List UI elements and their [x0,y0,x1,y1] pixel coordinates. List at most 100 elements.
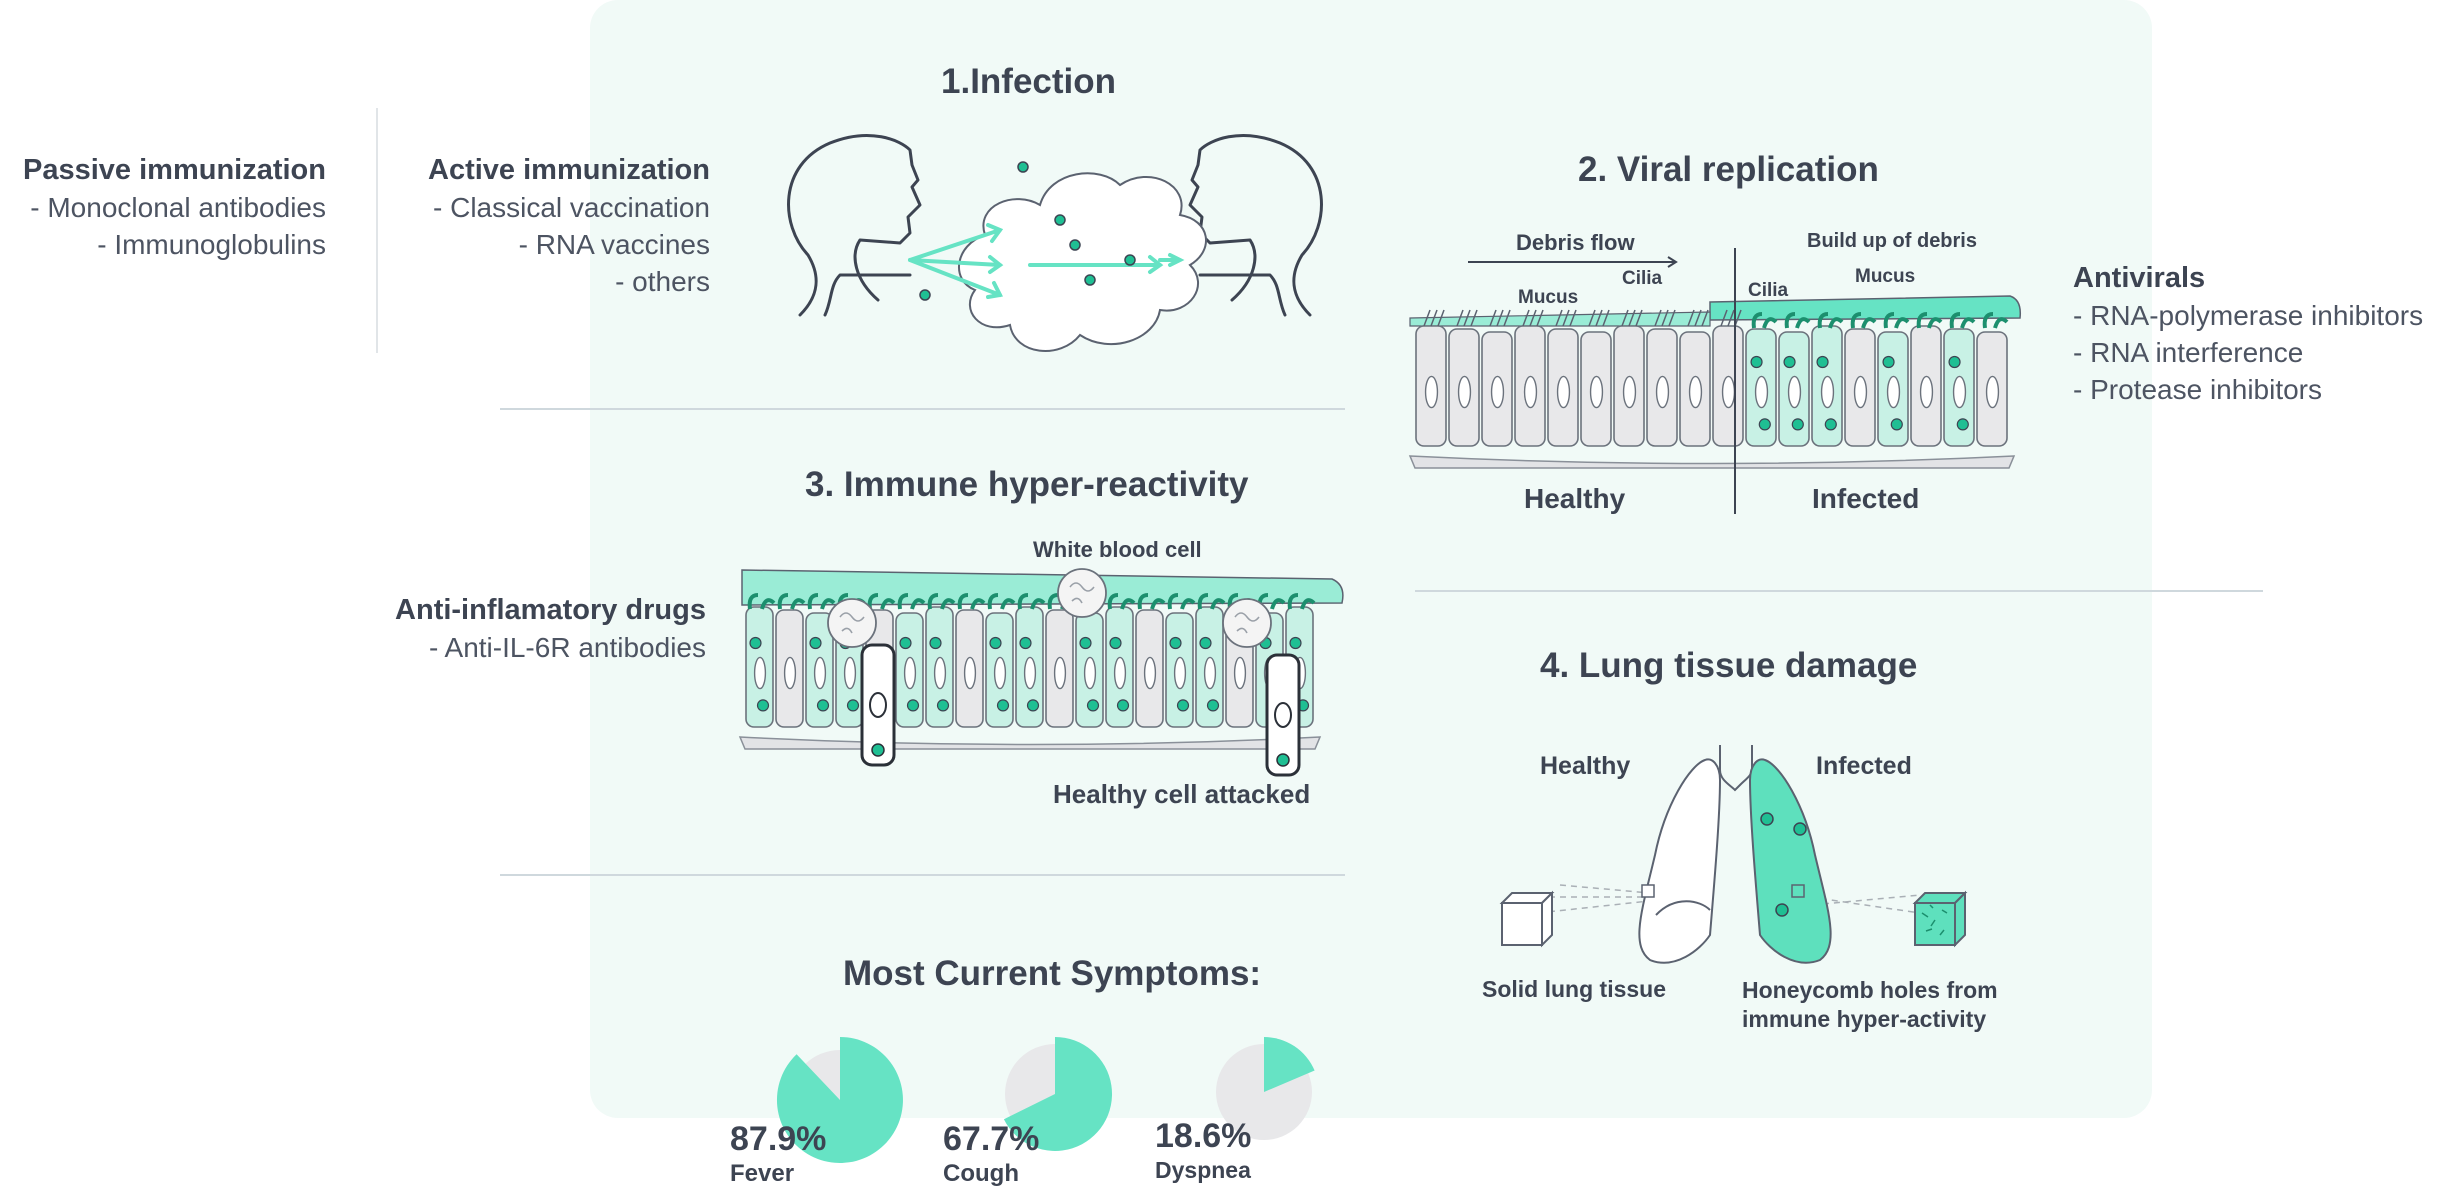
epithelial-cell [1712,325,1744,447]
anti-inflammatory-heading: Anti-inflamatory drugs [395,594,706,626]
infected-cell [1811,325,1843,447]
lung-healthy-label: Healthy [1540,752,1631,780]
infected-mucus-layer [1709,295,2022,321]
honeycomb-cube-icon [1912,890,1968,948]
symptom-pie-cough [1003,1037,1113,1151]
replication-title: 2. Viral replication [1578,150,1879,189]
damaged-cilia [807,593,836,610]
antiviral-item: - RNA interference [2073,337,2304,368]
infected-cell [1165,612,1194,728]
breath-arrow [908,258,1003,299]
damaged-cilia [1107,593,1136,610]
mucus-label: Mucus [1518,287,1579,308]
epithelial-cell [1910,325,1942,447]
epithelial-cell [1646,328,1678,447]
trachea [1719,745,1753,792]
immune-tissue-illustration [738,568,1344,777]
cilia [1456,309,1478,327]
infected-cell [745,606,774,728]
damaged-cilia [1197,593,1226,610]
damaged-cilia [1137,593,1166,610]
cilia [1522,309,1544,327]
replication-tissue-illustration [1408,295,2022,469]
damaged-cilia [1850,312,1877,329]
immune-mucus-layer [741,569,1344,606]
antiviral-item: - RNA-polymerase inhibitors [2073,300,2424,331]
solid-lung-tissue-label: Solid lung tissue [1482,976,1667,1002]
white-blood-cell-label: White blood cell [1033,537,1202,562]
epithelial-cell [1580,331,1612,447]
damaged-cilia [1883,312,1910,329]
epithelial-cell [1547,328,1579,447]
anti-inflammatory-item: - Anti-IL-6R antibodies [428,632,706,663]
passive-item: - Immunoglobulins [97,229,326,260]
buildup-label: Build up of debris [1807,230,1977,252]
fever-percent: 87.9% [730,1120,827,1158]
lung-title: 4. Lung tissue damage [1540,646,1918,685]
honeycomb-label-line: immune hyper-activity [1742,1006,1987,1032]
breath-arrow [908,223,1004,262]
damaged-cilia [1167,593,1196,610]
breath-arrow [1028,255,1164,274]
breath-arrow [1158,253,1185,267]
infected-cell [985,612,1014,728]
basement-membrane [1408,455,2016,469]
right-head-icon [1188,134,1323,317]
damaged-cilia [1982,312,2009,329]
white-blood-cell-icon [1057,568,1107,618]
virus-particle [1069,239,1081,251]
virus-particle [1084,274,1096,286]
cough-percent: 67.7% [943,1120,1040,1158]
cilia [1720,309,1742,327]
damaged-cilia [987,593,1016,610]
white-blood-cell-icon [827,598,877,648]
content-panel [590,0,2152,1118]
epithelial-cell [1679,331,1711,447]
epithelial-cell [1613,325,1645,447]
antivirals-list: Antivirals - RNA-polymerase inhibitors -… [2073,260,2423,408]
virus-particle [1124,254,1136,266]
damaged-cilia [1817,312,1844,329]
debris-flow-arrow [1468,256,1678,268]
symptom-pie-fever [776,1037,903,1163]
attacked-cell [860,643,896,767]
infected-cell [1943,328,1975,447]
section-divider [500,408,1345,410]
healthy-lung [1638,758,1722,964]
damaged-cilia [1784,312,1811,329]
cilia-label-infected: Cilia [1748,280,1789,301]
infected-cell [925,606,954,728]
cilia [1654,309,1676,327]
infection-illustration [787,134,1323,352]
white-blood-cell-icon [1222,598,1272,648]
damaged-cilia [1916,312,1943,329]
active-item: - Classical vaccination [433,192,710,223]
infected-cell [1778,331,1810,447]
active-immunization-heading: Active immunization [428,154,710,186]
damaged-cilia [1949,312,1976,329]
infected-cell [1075,612,1104,728]
left-head-icon [787,134,922,317]
infected-cell [1195,606,1224,728]
basement-membrane [738,736,1322,750]
virus-particle [1054,214,1066,226]
damaged-cilia [1017,593,1046,610]
passive-item: - Monoclonal antibodies [30,192,326,223]
antivirals-heading: Antivirals [2073,262,2206,294]
anti-inflammatory-list: Anti-inflamatory drugs - Anti-IL-6R anti… [395,592,706,666]
attacked-cell [1265,653,1301,777]
epithelial-cell [1514,325,1546,447]
infection-title: 1.Infection [941,62,1117,101]
dyspnea-percent: 18.6% [1155,1117,1252,1155]
infected-cell [805,612,834,728]
infected-lung [1748,758,1832,964]
cilia [1489,309,1511,327]
mucus-label-infected: Mucus [1855,266,1916,287]
epithelial-cell [1415,325,1447,447]
fever-label: Fever [730,1160,795,1187]
cilia [1588,309,1610,327]
damaged-cilia [927,593,956,610]
epithelial-cell [1448,328,1480,447]
epithelial-cell [1135,609,1164,728]
section-divider [500,874,1345,876]
